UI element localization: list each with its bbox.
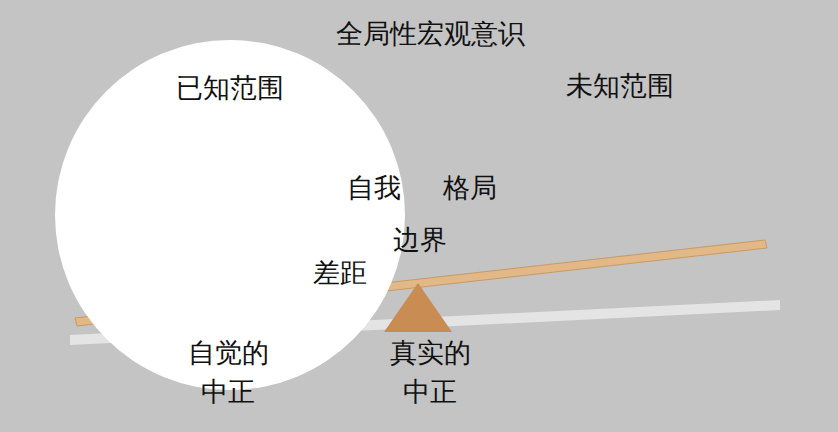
balance-label: 自觉的 中正 xyxy=(183,333,272,411)
balance-label: 真实的 中正 xyxy=(385,333,474,411)
concept-label: 差距 xyxy=(311,253,369,292)
concept-label: 边界 xyxy=(393,220,447,259)
diagram-title: 全局性宏观意识 xyxy=(336,14,525,53)
concept-label: 格局 xyxy=(443,168,497,207)
region-label: 未知范围 xyxy=(566,66,674,105)
fulcrum xyxy=(384,283,452,332)
concept-label: 自我 xyxy=(347,168,401,207)
region-label: 已知范围 xyxy=(176,68,284,107)
